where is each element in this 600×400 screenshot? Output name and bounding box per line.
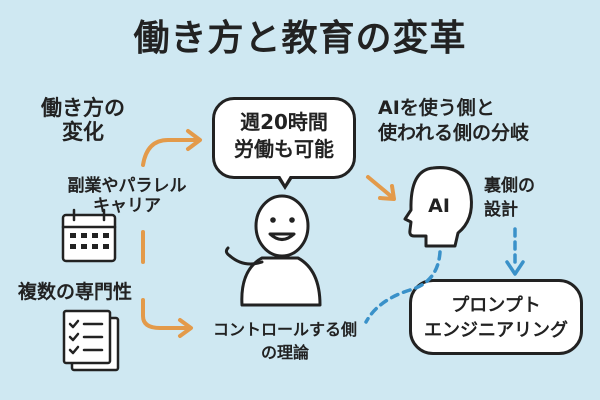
checklist-icon bbox=[62, 309, 120, 372]
orange-arrow-top bbox=[141, 129, 202, 167]
orange-arrow-to-ai bbox=[366, 175, 396, 201]
blue-arrow-head bbox=[505, 260, 525, 276]
speech-bubble-tail-fill bbox=[279, 174, 291, 184]
control-logic-label: コントロールする側 の理論 bbox=[212, 320, 357, 363]
prompt-engineering-label: プロンプト エンジニアリング bbox=[424, 295, 568, 342]
work-change-heading: 働き方の 変化 bbox=[41, 96, 125, 145]
smiling-person-figure bbox=[224, 194, 322, 307]
calendar-icon bbox=[61, 208, 117, 263]
page-title: 働き方と教育の変革 bbox=[133, 18, 467, 59]
ai-split-label: AIを使う側と 使われる側の分岐 bbox=[378, 97, 530, 144]
orange-arrow-bottom bbox=[141, 298, 193, 338]
multiple-expertise-label: 複数の専門性 bbox=[18, 281, 133, 303]
speech-bubble: 週20時間 労働も可能 bbox=[212, 97, 356, 179]
ai-head-icon bbox=[403, 166, 473, 248]
behind-design-label: 裏側の 設計 bbox=[484, 176, 535, 220]
blue-dashed-curve bbox=[364, 250, 442, 324]
ai-head-label: AI bbox=[428, 195, 450, 217]
speech-bubble-text: 週20時間 労働も可能 bbox=[234, 110, 334, 161]
side-job-label: 副業やパラレル キャリア bbox=[67, 176, 187, 216]
prompt-engineering-box: プロンプト エンジニアリング bbox=[409, 279, 583, 355]
